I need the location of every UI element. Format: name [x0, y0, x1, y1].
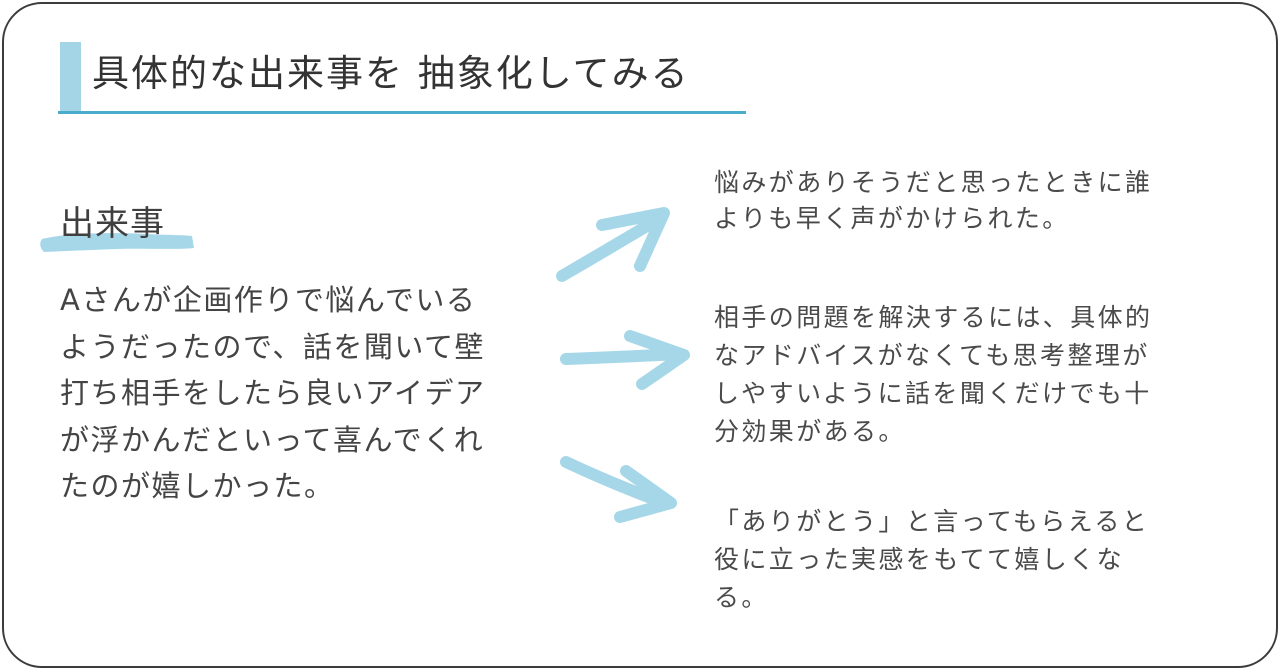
abstraction-block-3: 「ありがとう」と言ってもらえると 役に立った実感をもてて嬉しくな る。: [714, 503, 1149, 617]
abstraction-line: よりも早く声がかけられた。: [714, 204, 1070, 233]
abstraction-line: しやすいように話を聞くだけでも十: [714, 379, 1152, 408]
arrow-up-right-icon: [556, 207, 670, 282]
event-description: Aさんが企画作りで悩んでいる ようだったので、話を聞いて壁 打ち相手をしたら良い…: [60, 277, 486, 510]
event-line: 打ち相手をしたら良いアイデア: [60, 376, 486, 410]
abstraction-line: なアドバイスがなくても思考整理が: [714, 341, 1150, 370]
abstraction-block-2: 相手の問題を解決するには、具体的 なアドバイスがなくても思考整理が しやすいよう…: [714, 299, 1152, 451]
event-line: Aさんが企画作りで悩んでいる: [60, 283, 477, 317]
brush-highlight-icon: [40, 233, 194, 252]
abstraction-block-1: 悩みがありそうだと思ったときに誰 よりも早く声がかけられた。: [714, 165, 1152, 237]
title-underline: [58, 111, 746, 114]
title-marker-bar: [60, 42, 81, 112]
event-line: が浮かんだといって喜んでくれ: [60, 422, 485, 457]
arrows-group: [556, 207, 690, 523]
event-line: ようだったので、話を聞いて壁: [60, 329, 485, 364]
abstraction-line: 分効果がある。: [714, 417, 906, 446]
abstraction-line: 「ありがとう」と言ってもらえると: [714, 507, 1150, 536]
abstraction-line: 役に立った実感をもてて嬉しくな: [714, 545, 1125, 574]
abstraction-line: 相手の問題を解決するには、具体的: [714, 303, 1153, 332]
event-heading: 出来事: [60, 204, 165, 244]
arrow-down-right-icon: [560, 456, 677, 523]
arrow-right-icon: [560, 330, 690, 390]
abstraction-line: 悩みがありそうだと思ったときに誰: [714, 168, 1153, 197]
event-line: たのが嬉しかった。: [60, 469, 335, 503]
page-title: 具体的な出来事を 抽象化してみる: [92, 52, 690, 95]
abstraction-line: る。: [714, 583, 769, 612]
